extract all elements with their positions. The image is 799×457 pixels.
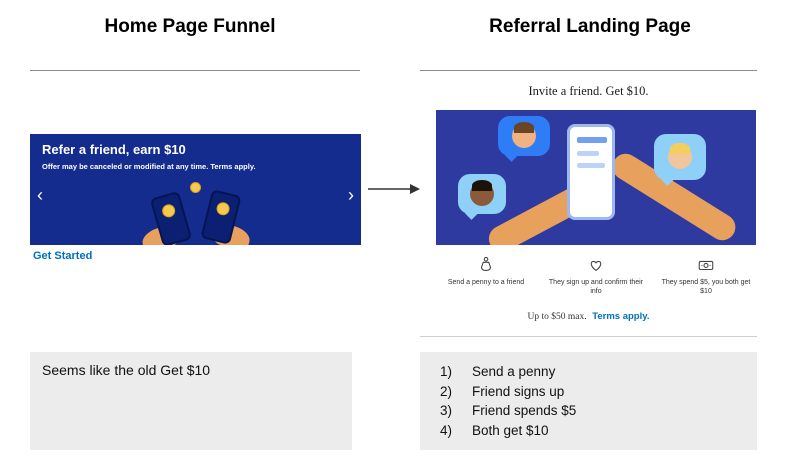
disclaimer-text: Up to $50 max. xyxy=(527,312,587,322)
left-note-box: Seems like the old Get $10 xyxy=(30,352,352,450)
phone-screen xyxy=(567,124,615,220)
note-item: 1) Send a penny xyxy=(440,364,747,379)
terms-apply-link[interactable]: Terms apply. xyxy=(592,311,650,322)
landing-bottom-divider xyxy=(420,336,757,337)
note-list: 1) Send a penny 2) Friend signs up 3) Fr… xyxy=(420,352,757,438)
note-item: 4) Both get $10 xyxy=(440,423,747,438)
step-label: Send a penny to a friend xyxy=(447,279,525,286)
steps-row: Send a penny to a friend They sign up an… xyxy=(436,256,756,297)
flow-arrow xyxy=(368,184,420,194)
note-item-number: 2) xyxy=(440,383,453,399)
step-label: They sign up and confirm their info xyxy=(548,279,644,296)
coin-icon xyxy=(215,200,231,217)
coin-icon xyxy=(160,202,177,219)
cash-bill-icon xyxy=(698,260,714,271)
hand-heart-icon xyxy=(590,260,602,272)
step-send-penny: Send a penny to a friend xyxy=(436,256,536,297)
money-bag-icon xyxy=(480,256,492,271)
note-item: 3) Friend spends $5 xyxy=(440,403,747,418)
face-icon xyxy=(512,122,536,148)
screen-element xyxy=(577,137,607,143)
banner-subtext: Offer may be canceled or modified at any… xyxy=(42,162,256,171)
carousel-next-icon[interactable]: › xyxy=(348,185,354,205)
carousel-prev-icon[interactable]: ‹ xyxy=(37,185,43,205)
banner-heading: Refer a friend, earn $10 xyxy=(42,142,186,157)
face-icon xyxy=(668,143,692,169)
step-spend: They spend $5, you both get $10 xyxy=(656,256,756,297)
right-divider xyxy=(420,70,757,71)
coin-icon xyxy=(190,182,201,193)
speech-bubble xyxy=(654,134,706,180)
note-item-number: 1) xyxy=(440,364,453,379)
screen-element xyxy=(577,151,599,156)
note-item: 2) Friend signs up xyxy=(440,384,747,399)
face-icon xyxy=(470,180,494,206)
note-item-text: Send a penny xyxy=(472,364,556,379)
screen-element xyxy=(577,163,605,168)
note-item-text: Friend spends $5 xyxy=(472,403,577,418)
right-column-title: Referral Landing Page xyxy=(489,16,691,37)
landing-headline: Invite a friend. Get $10. xyxy=(528,84,649,98)
home-page-banner: Refer a friend, earn $10 Offer may be ca… xyxy=(30,134,361,245)
note-item-text: Friend signs up xyxy=(472,383,565,399)
speech-bubble xyxy=(458,174,506,214)
note-item-text: Both get $10 xyxy=(472,422,549,438)
disclaimer: Up to $50 max. Terms apply. xyxy=(420,311,757,322)
note-item-number: 3) xyxy=(440,403,453,418)
left-divider xyxy=(30,70,360,71)
right-note-box: 1) Send a penny 2) Friend signs up 3) Fr… xyxy=(420,352,757,450)
referral-illustration xyxy=(436,110,756,245)
step-sign-up: They sign up and confirm their info xyxy=(546,256,646,297)
get-started-link[interactable]: Get Started xyxy=(33,250,93,262)
left-column-title: Home Page Funnel xyxy=(104,16,276,37)
phones-illustration xyxy=(30,134,361,245)
step-label: They spend $5, you both get $10 xyxy=(661,279,751,296)
note-text: Seems like the old Get $10 xyxy=(42,362,211,378)
speech-bubble xyxy=(498,116,550,156)
note-item-number: 4) xyxy=(440,422,453,438)
